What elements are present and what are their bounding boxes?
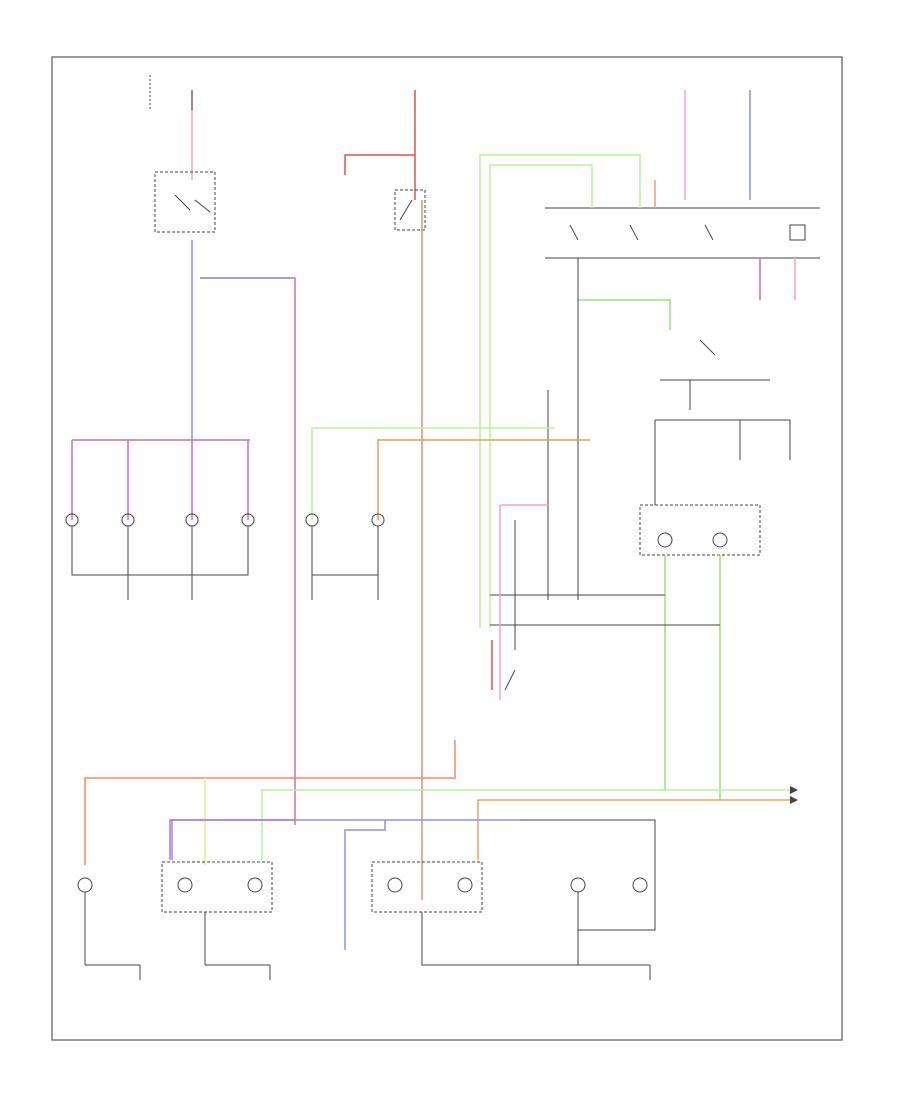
ground-connections (85, 964, 651, 980)
license-lamps (570, 877, 648, 930)
bus-black-right (520, 819, 656, 965)
combination-switch-right (660, 339, 770, 410)
fuse-top-right (684, 90, 751, 200)
fuse-top-mid (344, 90, 416, 200)
rear-combo-right (371, 861, 578, 966)
diagram-frame (51, 56, 843, 1041)
bus-red-orange (84, 740, 456, 865)
relay-right-outputs (577, 258, 796, 440)
instrument-cluster (639, 504, 761, 800)
lamp-group-left (65, 439, 255, 600)
rear-lamp-left (77, 877, 93, 965)
bus-purple (169, 819, 295, 860)
combination-switch-left (154, 171, 216, 233)
trailer-connector-arrows (790, 786, 798, 804)
bus-green (261, 789, 790, 860)
bus-blue (171, 819, 386, 950)
right-feed-lines (654, 419, 791, 505)
turn-signal-junction (490, 390, 720, 626)
bus-orange (477, 799, 790, 860)
relay-top-right (545, 207, 820, 259)
lamp-group-right (305, 427, 590, 600)
fuse-top-left (149, 75, 193, 180)
green-wire-loop (479, 154, 671, 628)
rear-combo-left (161, 861, 273, 965)
stop-switch (491, 504, 548, 700)
hazard-switch (394, 189, 426, 231)
